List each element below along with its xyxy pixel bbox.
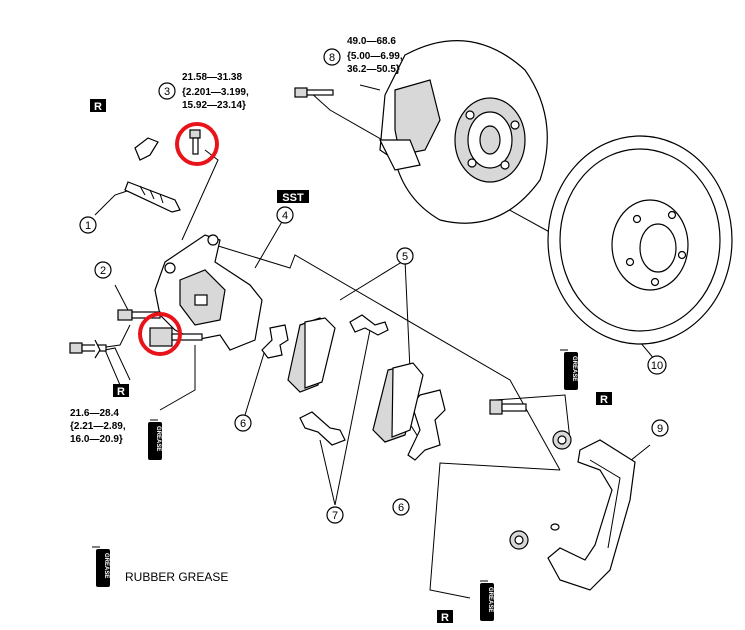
boot-lower <box>509 523 560 550</box>
svg-text:21.58—31.38: 21.58—31.38 <box>182 72 242 83</box>
callout-8: 8 <box>323 48 341 66</box>
callout-10: 10 <box>647 355 667 375</box>
callout-6-right: 6 <box>392 498 410 516</box>
svg-text:8: 8 <box>329 52 335 64</box>
caliper-bracket <box>547 439 636 591</box>
torque-spec-bolt-3: 21.58—31.38 {2.201—3.199, 15.92—23.14} <box>182 72 249 111</box>
caliper-bolt-2 <box>69 309 203 359</box>
boot-upper <box>552 430 572 450</box>
svg-text:GREASE: GREASE <box>103 553 109 578</box>
shim-right <box>407 389 446 461</box>
svg-text:5: 5 <box>402 251 408 263</box>
caliper-body <box>154 234 263 351</box>
replace-badge-bolt-2: R <box>113 384 129 398</box>
parking-brake-cable <box>124 137 181 213</box>
grease-can-boot-lower: GREASE <box>480 580 494 621</box>
bolt-8 <box>294 87 334 98</box>
legend: GREASE RUBBER GREASE <box>92 546 228 587</box>
callout-6-left: 6 <box>234 414 252 432</box>
highlight-bolt-2 <box>138 312 182 356</box>
svg-text:1: 1 <box>85 220 91 232</box>
callout-7: 7 <box>326 506 344 524</box>
svg-text:R: R <box>117 386 125 398</box>
svg-text:R: R <box>94 101 102 113</box>
legend-grease-icon: GREASE <box>92 546 110 587</box>
svg-text:9: 9 <box>657 423 663 435</box>
sst-badge: SST <box>277 190 309 204</box>
svg-text:R: R <box>441 612 449 624</box>
svg-text:4: 4 <box>282 210 288 222</box>
brake-disc <box>547 135 733 345</box>
svg-text:2: 2 <box>100 265 106 277</box>
svg-text:36.2—50.5}: 36.2—50.5} <box>347 64 400 75</box>
svg-text:6: 6 <box>240 418 246 430</box>
svg-text:7: 7 <box>332 510 338 522</box>
svg-text:3: 3 <box>164 86 170 98</box>
callout-3: 3 <box>158 82 176 100</box>
highlight-bolt-3 <box>175 122 219 166</box>
replace-badge-clip: R <box>90 99 106 113</box>
torque-spec-bolt-8: 49.0—68.6 {5.00—6.99, 36.2—50.5} <box>347 36 403 75</box>
svg-text:6: 6 <box>398 502 404 514</box>
svg-text:{5.00—6.99,: {5.00—6.99, <box>347 51 403 62</box>
svg-text:R: R <box>600 394 608 406</box>
shim-left <box>261 324 289 359</box>
hub-knuckle-assembly <box>359 39 548 224</box>
svg-text:{2.21—2.89,: {2.21—2.89, <box>70 421 126 432</box>
svg-text:{2.201—3.199,: {2.201—3.199, <box>182 87 249 98</box>
brake-pad-inner <box>287 317 336 393</box>
svg-text:GREASE: GREASE <box>487 587 493 612</box>
svg-text:SST: SST <box>282 192 304 204</box>
svg-text:16.0—20.9}: 16.0—20.9} <box>70 434 123 445</box>
replace-badge-boot-upper: R <box>596 392 612 406</box>
replace-badge-boot-lower: R <box>437 610 453 624</box>
pad-clip-upper <box>349 314 389 336</box>
svg-text:49.0—68.6: 49.0—68.6 <box>347 36 396 47</box>
callout-5: 5 <box>396 247 414 265</box>
callout-1: 1 <box>79 216 97 234</box>
callout-9: 9 <box>651 419 669 437</box>
callout-4: 4 <box>276 206 294 224</box>
bolt-3 <box>189 129 201 155</box>
callout-2: 2 <box>94 261 112 279</box>
pad-clip-lower <box>299 411 346 446</box>
guide-pin <box>489 399 527 415</box>
svg-text:21.6—28.4: 21.6—28.4 <box>70 408 119 419</box>
svg-text:15.92—23.14}: 15.92—23.14} <box>182 100 246 111</box>
torque-spec-bolt-2: 21.6—28.4 {2.21—2.89, 16.0—20.9} <box>70 408 126 445</box>
svg-text:GREASE: GREASE <box>571 356 577 381</box>
svg-text:GREASE: GREASE <box>155 426 161 451</box>
svg-text:10: 10 <box>651 360 663 372</box>
grease-can-guide-pin: GREASE <box>560 349 578 390</box>
legend-grease-label: RUBBER GREASE <box>125 570 228 584</box>
grease-can-bolt-2: GREASE <box>148 419 162 460</box>
brake-pad-outer <box>372 362 424 443</box>
